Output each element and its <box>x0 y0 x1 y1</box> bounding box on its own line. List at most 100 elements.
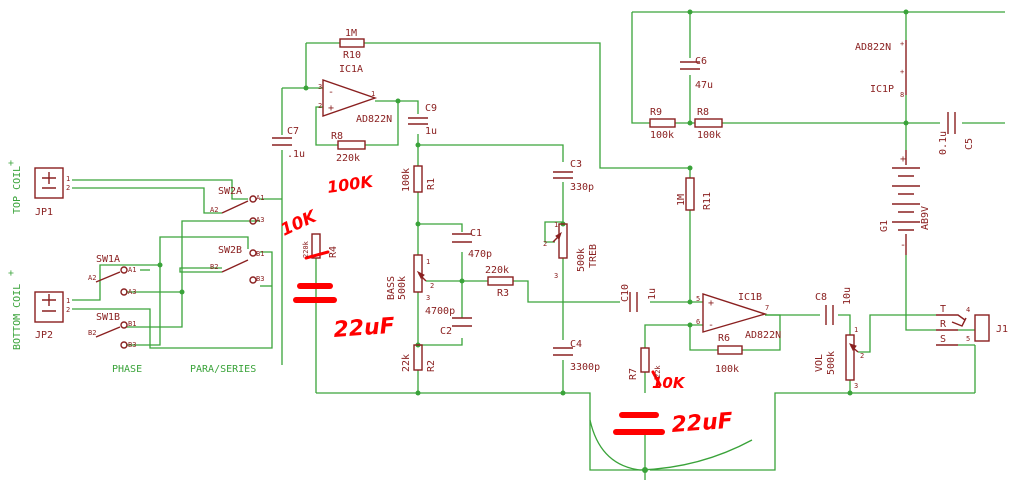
treble-pot <box>558 223 568 259</box>
r8-right-resistor <box>694 118 723 128</box>
sw1a-label: SW1A <box>96 254 120 265</box>
top-coil-label: TOP COIL <box>12 166 23 214</box>
r1-value: 100k <box>401 168 412 192</box>
wires <box>72 11 1005 480</box>
r3-resistor <box>487 276 514 286</box>
r11-value: 1M <box>676 194 687 206</box>
jp1-label: JP1 <box>35 207 53 218</box>
c7-label: C7 <box>287 126 299 137</box>
c9-value: 1u <box>425 126 437 137</box>
r2-value: 22k <box>401 354 412 372</box>
para-series-label: PARA/SERIES <box>190 364 256 375</box>
r9-resistor <box>649 118 676 128</box>
r8-right-value: 100k <box>697 130 721 141</box>
g1-battery <box>892 150 920 255</box>
sw2b-label: SW2B <box>218 245 242 256</box>
r10-label: R10 <box>343 50 361 61</box>
r11-label: R11 <box>702 192 713 210</box>
ic1a-opamp <box>322 79 378 117</box>
r10-value: 1M <box>345 28 357 39</box>
r4-value: 220k <box>302 240 310 258</box>
svg-text:+: + <box>6 270 17 276</box>
svg-text:R: R <box>940 319 947 330</box>
svg-text:4: 4 <box>966 306 970 314</box>
svg-text:+: + <box>900 40 904 48</box>
cap-bottom-handwritten-note: 22uF <box>671 409 734 438</box>
c6-label: C6 <box>695 56 707 67</box>
c4-label: C4 <box>570 339 582 350</box>
ic1b-label: IC1B <box>738 292 762 303</box>
c7-value: .1u <box>287 149 305 160</box>
c8-capacitor <box>825 305 834 325</box>
r6-value: 100k <box>715 364 739 375</box>
components: - + <box>34 38 990 381</box>
svg-text:8: 8 <box>900 91 904 99</box>
jp1-connector <box>34 167 64 199</box>
r3-value: 220k <box>485 265 509 276</box>
svg-text:7: 7 <box>765 304 769 312</box>
c1-value: 470p <box>468 249 492 260</box>
r7-value: 22k <box>654 365 662 378</box>
r6-resistor <box>717 345 743 355</box>
c4-value: 3300p <box>570 362 600 373</box>
sw1-switch <box>95 271 121 338</box>
r9-label: R9 <box>650 107 662 118</box>
phase-label: PHASE <box>112 364 142 375</box>
svg-text:2: 2 <box>318 102 322 110</box>
jp2-label: JP2 <box>35 330 53 341</box>
g1-value: AB9V <box>920 206 931 230</box>
junctions <box>157 9 909 473</box>
c8-label: C8 <box>815 292 827 303</box>
svg-text:S: S <box>940 334 946 345</box>
r2-label: R2 <box>426 360 437 372</box>
svg-text:-: - <box>708 320 714 331</box>
svg-text:A3: A3 <box>256 216 264 224</box>
c2-capacitor <box>452 317 472 327</box>
svg-text:2: 2 <box>860 352 864 360</box>
c5-value: 0.1u <box>938 131 949 155</box>
svg-text:1: 1 <box>854 326 858 334</box>
c10-value: 1u <box>647 288 658 300</box>
r4-resistor <box>311 233 321 259</box>
c7-capacitor <box>272 137 292 146</box>
handwritten-annotations: 10K 100K 22uF 10K 22uF <box>278 172 734 438</box>
c2-value: 4700p <box>425 306 455 317</box>
r2-resistor <box>413 344 423 371</box>
svg-text:B2: B2 <box>88 329 96 337</box>
r7-handwritten-note: 10K <box>652 374 686 392</box>
r4-handwritten-note: 10K <box>278 206 321 240</box>
svg-text:A1: A1 <box>128 266 136 274</box>
svg-text:1: 1 <box>66 175 70 183</box>
volume-value: 500k <box>826 351 837 375</box>
c6-capacitor <box>680 61 700 70</box>
r8-right-label: R8 <box>697 107 709 118</box>
bottom-coil-label: BOTTOM COIL <box>12 284 23 350</box>
svg-text:6: 6 <box>696 318 700 326</box>
svg-text:-: - <box>328 87 334 98</box>
ic1p-part: AD822N <box>855 42 891 53</box>
svg-text:2: 2 <box>66 306 70 314</box>
svg-text:3: 3 <box>854 382 858 390</box>
svg-text:A3: A3 <box>128 288 136 296</box>
c1-label: C1 <box>470 228 482 239</box>
c5-label: C5 <box>964 138 975 150</box>
r1-label: R1 <box>426 178 437 190</box>
c3-value: 330p <box>570 182 594 193</box>
r7-resistor <box>640 347 650 373</box>
ic1a-label: IC1A <box>339 64 363 75</box>
svg-text:1: 1 <box>371 90 375 98</box>
svg-text:2: 2 <box>543 240 547 248</box>
r10-resistor <box>339 38 365 48</box>
sw1b-label: SW1B <box>96 312 120 323</box>
r1-resistor <box>413 165 423 193</box>
r8-handwritten-note: 100K <box>326 172 376 197</box>
svg-text:5: 5 <box>696 295 700 303</box>
treble-value: 500k <box>576 248 587 272</box>
c9-label: C9 <box>425 103 437 114</box>
c4-capacitor <box>553 347 573 356</box>
c6-value: 47u <box>695 80 713 91</box>
volume-label: VOL <box>814 354 825 372</box>
r4-label: R4 <box>328 246 339 258</box>
ic1b-opamp <box>702 293 768 333</box>
ic1p-label: IC1P <box>870 84 894 95</box>
